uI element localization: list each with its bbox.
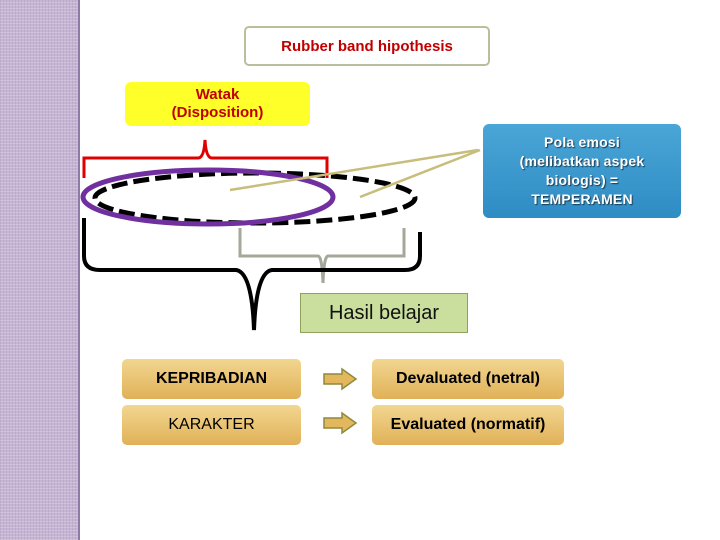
evaluated-label: Evaluated (normatif) — [390, 416, 546, 433]
purple-ellipse — [80, 167, 336, 227]
devaluated-label: Devaluated (netral) — [395, 370, 541, 387]
kepribadian-box: KEPRIBADIAN — [122, 359, 301, 399]
karakter-label: KARAKTER — [168, 416, 255, 433]
pola-line-1: Pola emosi — [544, 134, 620, 150]
pola-line-4: TEMPERAMEN — [531, 191, 633, 207]
pola-line-3: biologis) = — [545, 172, 619, 188]
gray-bracket — [238, 228, 406, 284]
pola-line-2: (melibatkan aspek — [519, 153, 645, 169]
right-arrow-icon — [323, 367, 358, 391]
evaluated-box: Evaluated (normatif) — [372, 405, 564, 445]
watak-box: Watak (Disposition) — [125, 82, 310, 126]
decorative-sidebar — [0, 0, 80, 540]
watak-label: Watak — [195, 86, 240, 103]
karakter-box: KARAKTER — [122, 405, 301, 445]
kepribadian-label: KEPRIBADIAN — [155, 370, 268, 387]
pointer-line-upper — [229, 148, 479, 192]
hasil-belajar-box: Hasil belajar — [300, 293, 468, 333]
dashed-ellipse — [92, 170, 418, 226]
red-bracket — [82, 139, 329, 178]
diagram-title: Rubber band hipothesis — [244, 26, 490, 66]
pointer-line-lower — [359, 148, 481, 199]
right-arrow-icon — [323, 411, 358, 435]
black-brace — [82, 218, 422, 331]
watak-sublabel: (Disposition) — [171, 104, 264, 121]
temperamen-box: Pola emosi (melibatkan aspek biologis) =… — [483, 124, 681, 218]
devaluated-box: Devaluated (netral) — [372, 359, 564, 399]
